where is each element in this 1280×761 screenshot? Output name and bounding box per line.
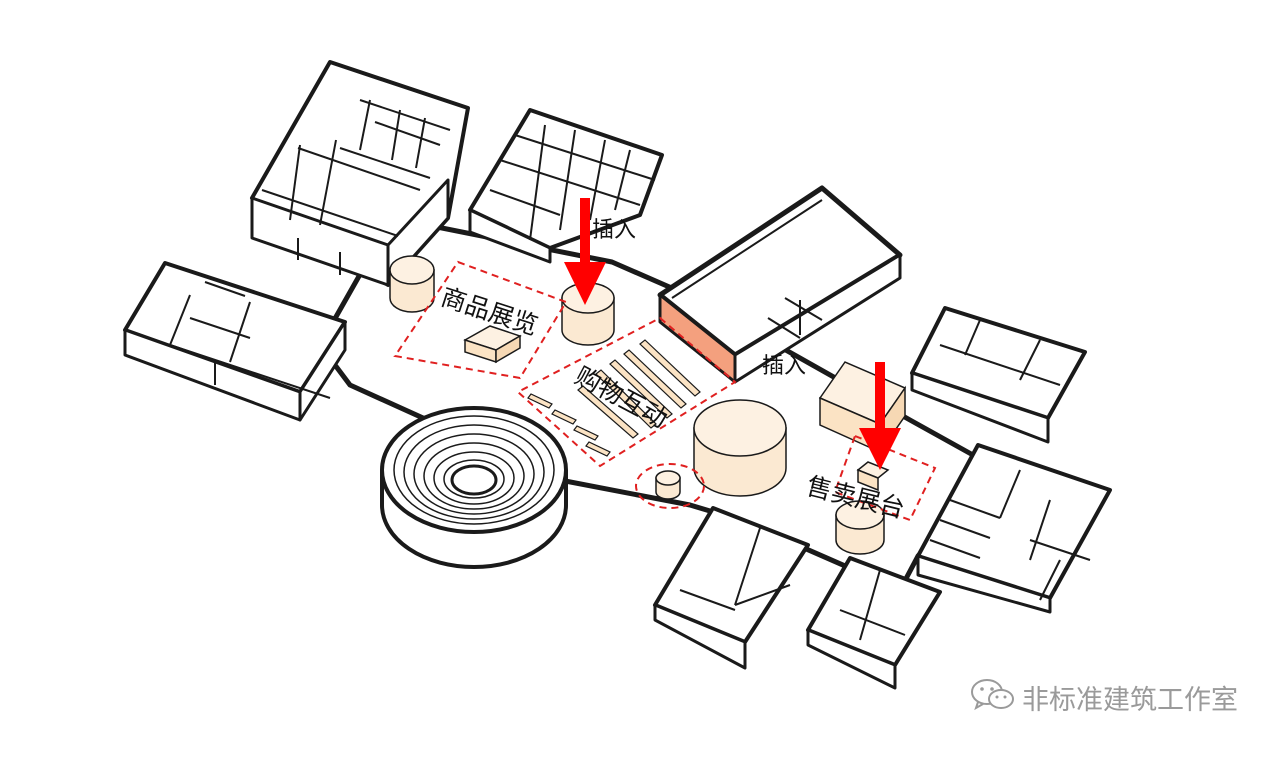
cylinder-sales	[835, 500, 885, 555]
insert-label-1: 插入	[592, 218, 637, 243]
wechat-icon	[970, 677, 1016, 717]
building-block-west	[123, 261, 347, 422]
cylinder-large-center	[693, 399, 787, 497]
insert-label-2: 插入	[762, 354, 807, 379]
building-block-east	[910, 306, 1087, 444]
building-block-south-2	[806, 556, 942, 690]
building-block-north	[468, 108, 664, 264]
insert-arrow-2	[859, 362, 901, 470]
watermark: 非标准建筑工作室	[970, 677, 1238, 717]
zone-outline-interaction	[516, 316, 737, 468]
building-block-north-west	[250, 60, 470, 287]
building-long-bar	[657, 185, 903, 384]
cylinder-small	[655, 470, 681, 500]
display-table-box	[463, 325, 522, 364]
interaction-bars	[527, 339, 701, 457]
zone-outline-small-circle	[635, 463, 705, 509]
spiral-amphitheater	[380, 406, 568, 569]
building-block-south	[653, 506, 810, 670]
cylinder-north-west	[389, 255, 435, 313]
insert-arrow-1	[564, 198, 606, 305]
building-block-south-east	[916, 443, 1112, 614]
zone-outline-display	[393, 260, 568, 380]
watermark-text: 非标准建筑工作室	[1022, 684, 1238, 716]
zone-outline-sales	[833, 434, 937, 522]
sales-stand-box	[856, 461, 890, 492]
